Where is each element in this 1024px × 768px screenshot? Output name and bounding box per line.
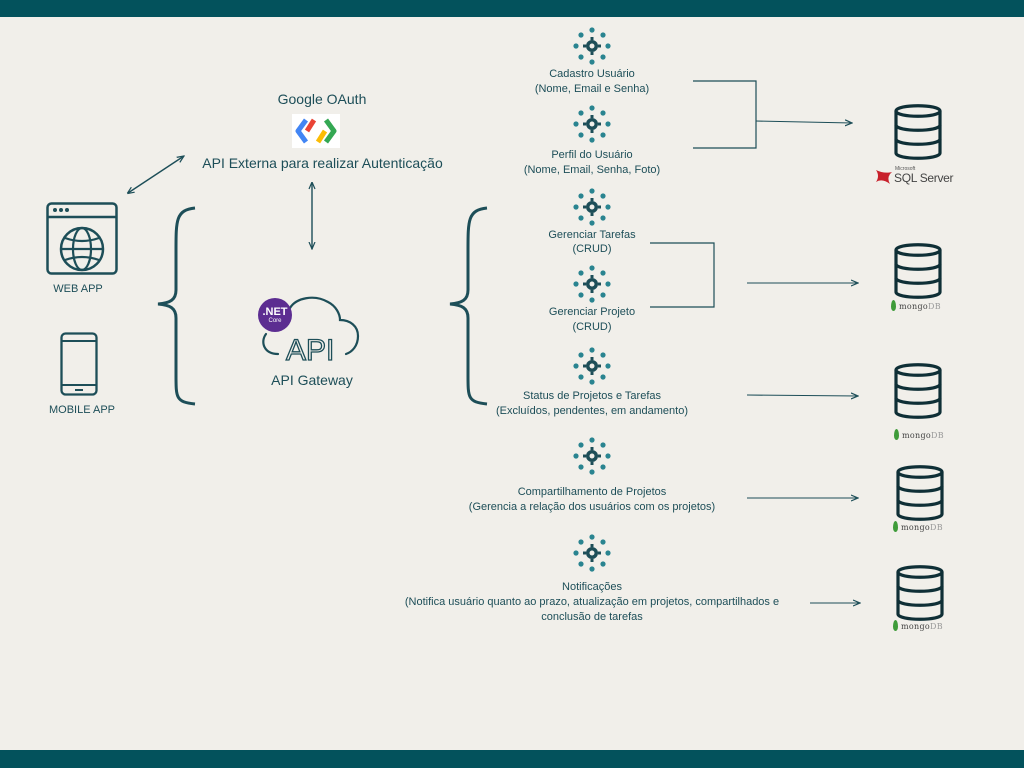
service-title: Perfil do Usuário [551,149,633,161]
service-detail: (CRUD) [572,321,612,333]
auth-description: API Externa para realizar Autenticação [202,155,443,171]
service-detail: (Gerencia a relação dos usuários com os … [468,501,716,513]
sql-server-logo-icon: Microsoft SQL Server [874,166,964,188]
mobile-app-label: MOBILE APP [48,404,116,416]
service-detail: (CRUD) [572,243,612,255]
service-title: Cadastro Usuário [549,68,635,80]
service-detail: (Nome, Email, Senha, Foto) [523,164,661,176]
api-cloud-icon: API [262,296,360,366]
google-oauth-logo-icon [292,114,340,148]
top-bar [0,0,1024,17]
dotnet-core-logo-icon: .NET Core [258,298,292,332]
gear-cluster-icon [573,347,611,385]
service-title: Status de Projetos e Tarefas [523,390,661,402]
gear-cluster-icon [573,265,611,303]
service-detail-continued: conclusão de tarefas [541,611,643,623]
sql-brand-text: Microsoft [895,166,916,172]
service-title: Gerenciar Projeto [548,306,636,318]
database-icon [894,104,942,160]
service-detail: (Notifica usuário quanto ao prazo, atual… [404,596,780,608]
bottom-bar [0,750,1024,768]
service-detail: (Excluídos, pendentes, em andamento) [495,405,688,417]
api-text: API [286,334,334,366]
status-arrow [746,395,858,396]
database-icon [894,243,942,299]
mongodb-logo-icon: mongoDB [893,521,943,532]
database-icon [896,465,944,521]
dotnet-core-text: Core [268,318,282,324]
sql-bracket [693,80,757,149]
browser-globe-icon [46,202,118,275]
mongodb-logo-icon: mongoDB [894,429,944,440]
dotnet-badge-text: .NET [262,306,288,318]
gear-cluster-icon [573,105,611,143]
database-icon [896,565,944,621]
web-app-label: WEB APP [53,283,103,295]
api-gateway-label: API Gateway [271,372,353,388]
gear-cluster-icon [573,27,611,65]
sql-server-text: SQL Server [894,171,954,185]
crud-bracket [650,242,715,308]
service-title: Gerenciar Tarefas [548,229,636,241]
gear-cluster-icon [573,437,611,475]
right-brace [449,206,488,406]
sql-arrow [755,121,852,123]
gear-cluster-icon [573,188,611,226]
mongodb-logo-icon: mongoDB [891,300,941,311]
database-icon [894,363,942,419]
webapp-oauth-arrow [128,156,184,193]
service-detail: (Nome, Email e Senha) [534,83,650,95]
mobile-phone-icon [60,332,98,396]
service-title: Notificações [562,581,622,593]
mongodb-logo-icon: mongoDB [893,620,943,631]
service-title: Compartilhamento de Projetos [517,486,667,498]
left-brace [157,206,196,406]
gear-cluster-icon [573,534,611,572]
google-oauth-title: Google OAuth [277,91,367,107]
